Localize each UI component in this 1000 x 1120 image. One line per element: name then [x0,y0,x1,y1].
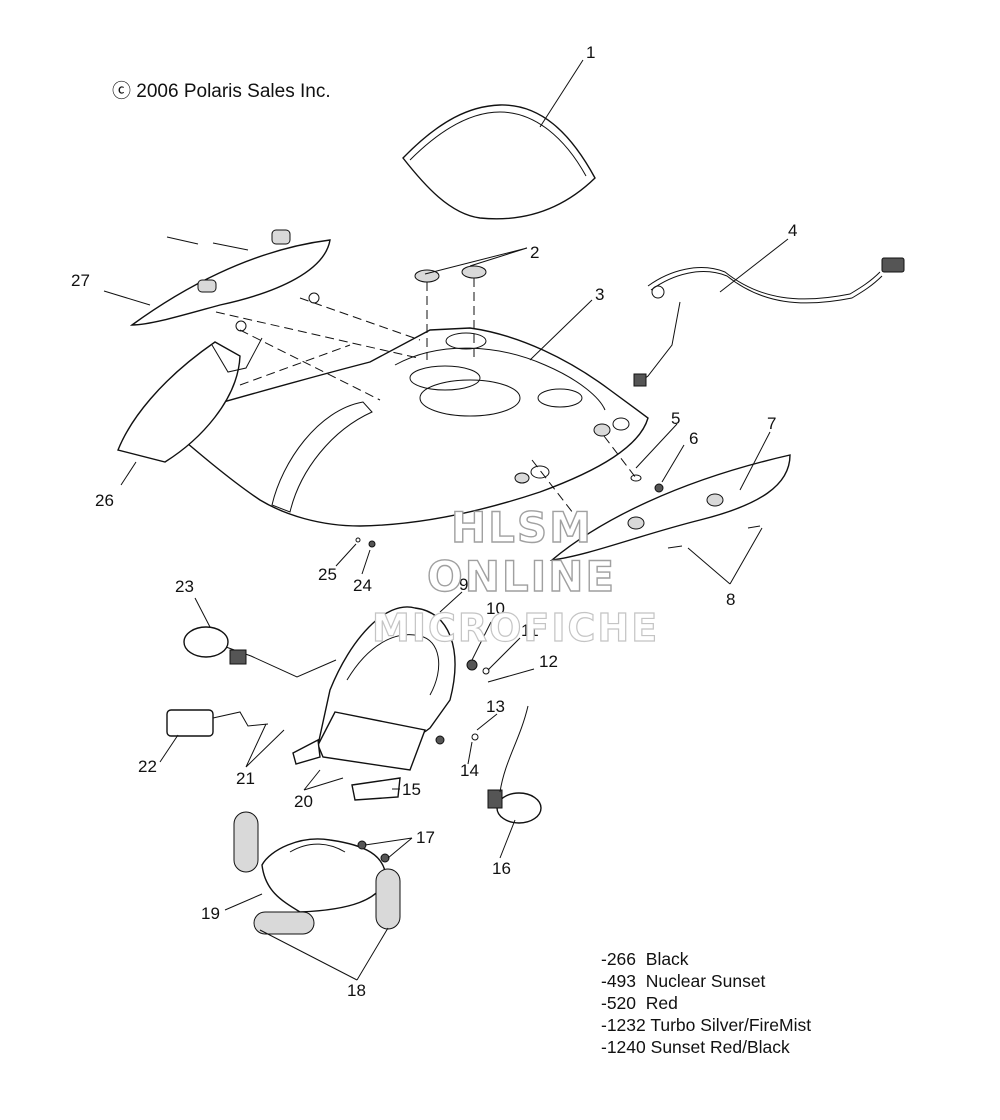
callout-26: 26 [95,491,114,510]
color-option-row: -493 Nuclear Sunset [601,970,811,992]
color-option-row: -1240 Sunset Red/Black [601,1036,811,1058]
color-name: Red [645,993,678,1013]
callout-14: 14 [460,761,479,780]
color-name: Turbo Silver/FireMist [650,1015,812,1035]
color-code: -266 [601,949,637,969]
color-code: -493 [601,971,637,991]
part-16-right-signal [487,705,542,824]
color-code: -1232 [601,1015,646,1035]
callout-7: 7 [767,414,776,433]
callout-13: 13 [486,697,505,716]
part-3-rear-cowl [158,327,649,527]
part-19-mud-flap [261,838,387,913]
callout-23: 23 [175,577,194,596]
callout-10: 10 [486,599,505,618]
callout-17: 17 [416,828,435,847]
color-option-row: -266 Black [601,948,811,970]
callout-18: 18 [347,981,366,1000]
callout-16: 16 [492,859,511,878]
color-name: Black [645,949,689,969]
part-17-nuts [357,840,390,863]
callout-27: 27 [71,271,90,290]
callout-11: 11 [521,621,539,640]
callout-1: 1 [586,43,595,62]
part-9-license-bracket [317,606,456,771]
callout-6: 6 [689,429,698,448]
color-option-row: -520 Red [601,992,811,1014]
callout-22: 22 [138,757,157,776]
part-26-left-side-panel [117,337,263,463]
leader-lines [103,59,789,981]
callout-5: 5 [671,409,680,428]
callout-2: 2 [530,243,539,262]
callout-24: 24 [353,576,372,595]
part-7-right-trim [549,454,791,562]
callout-25: 25 [318,565,337,584]
callout-labels: 1 2 3 4 5 6 7 8 9 10 11 12 13 14 15 16 1… [71,43,797,1000]
part-1-seat-pad [402,104,596,220]
assembly-lines [215,278,637,523]
part-15-plate [292,738,401,801]
part-18-reflectors [233,811,401,935]
part-22-license-lamp [166,709,269,737]
watermark-line-1: HLSM [450,502,593,552]
fasteners [235,292,761,549]
callout-19: 19 [201,904,220,923]
callout-9: 9 [459,575,468,594]
part-27-left-trim [129,229,331,326]
color-code: -1240 [601,1037,646,1057]
part-4-wire-harness [633,257,905,387]
callout-8: 8 [726,590,735,609]
callout-3: 3 [595,285,604,304]
watermark-line-3: MICROFICHE [371,605,660,650]
callout-21: 21 [236,769,255,788]
color-name: Nuclear Sunset [645,971,766,991]
callout-4: 4 [788,221,797,240]
color-options-legend: -266 Black -493 Nuclear Sunset -520 Red … [601,948,811,1058]
callout-20: 20 [294,792,313,811]
color-code: -520 [601,993,637,1013]
color-option-row: -1232 Turbo Silver/FireMist [601,1014,811,1036]
callout-12: 12 [539,652,558,671]
color-name: Sunset Red/Black [650,1037,790,1057]
part-10-12-nuts [435,659,490,745]
watermark-line-2: ONLINE [426,551,617,601]
copyright-notice: ⓒ 2006 Polaris Sales Inc. [112,81,331,102]
callout-15: 15 [402,780,421,799]
part-23-left-signal [183,626,337,678]
